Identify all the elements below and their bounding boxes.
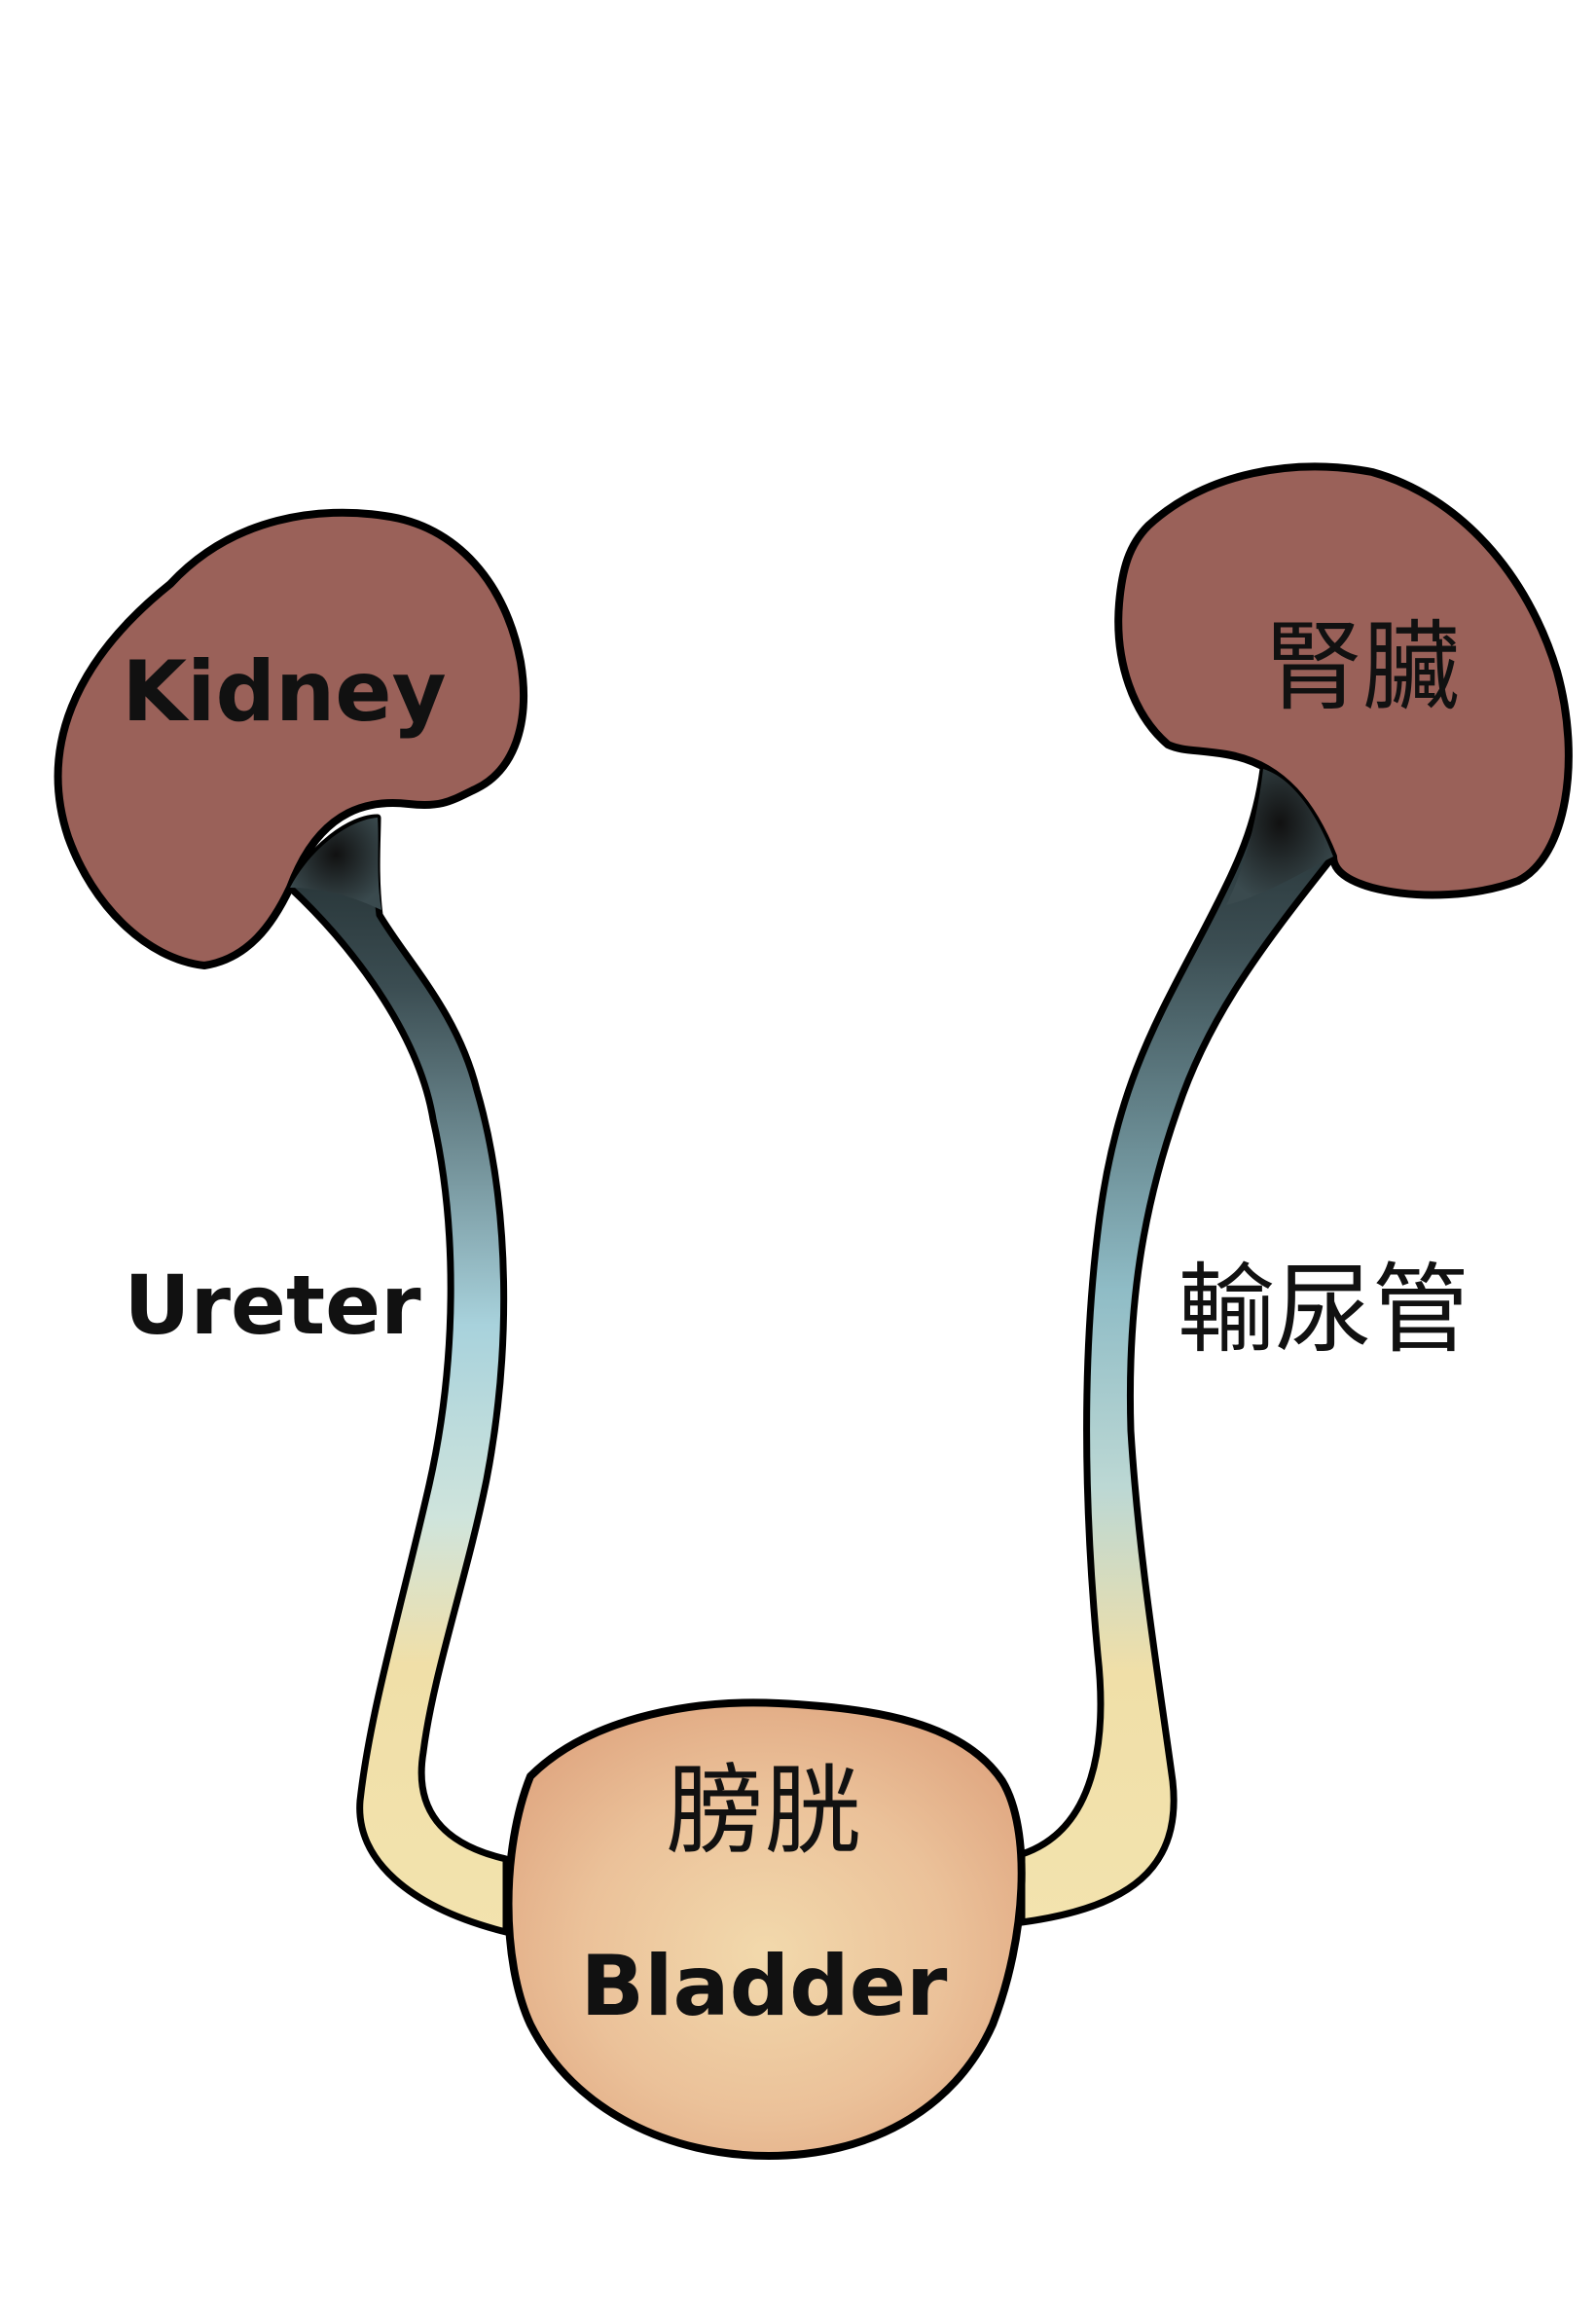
kidney-label-en: Kidney — [122, 643, 446, 741]
right-kidney — [1114, 462, 1573, 899]
left-kidney — [54, 508, 527, 969]
left-kidney-hilum — [290, 818, 381, 910]
kidney-label-zh: 腎臟 — [1265, 610, 1460, 724]
bladder — [504, 1698, 1026, 2160]
bladder-label-zh: 膀胱 — [667, 1754, 861, 1868]
ureter-label-zh: 輸尿管 — [1178, 1253, 1469, 1367]
right-kidney-hilum — [1226, 769, 1333, 905]
ureter-label-en: Ureter — [124, 1258, 421, 1353]
right-ureter — [1018, 765, 1337, 1926]
left-ureter — [286, 814, 510, 1936]
bladder-label-en: Bladder — [581, 1938, 949, 2035]
